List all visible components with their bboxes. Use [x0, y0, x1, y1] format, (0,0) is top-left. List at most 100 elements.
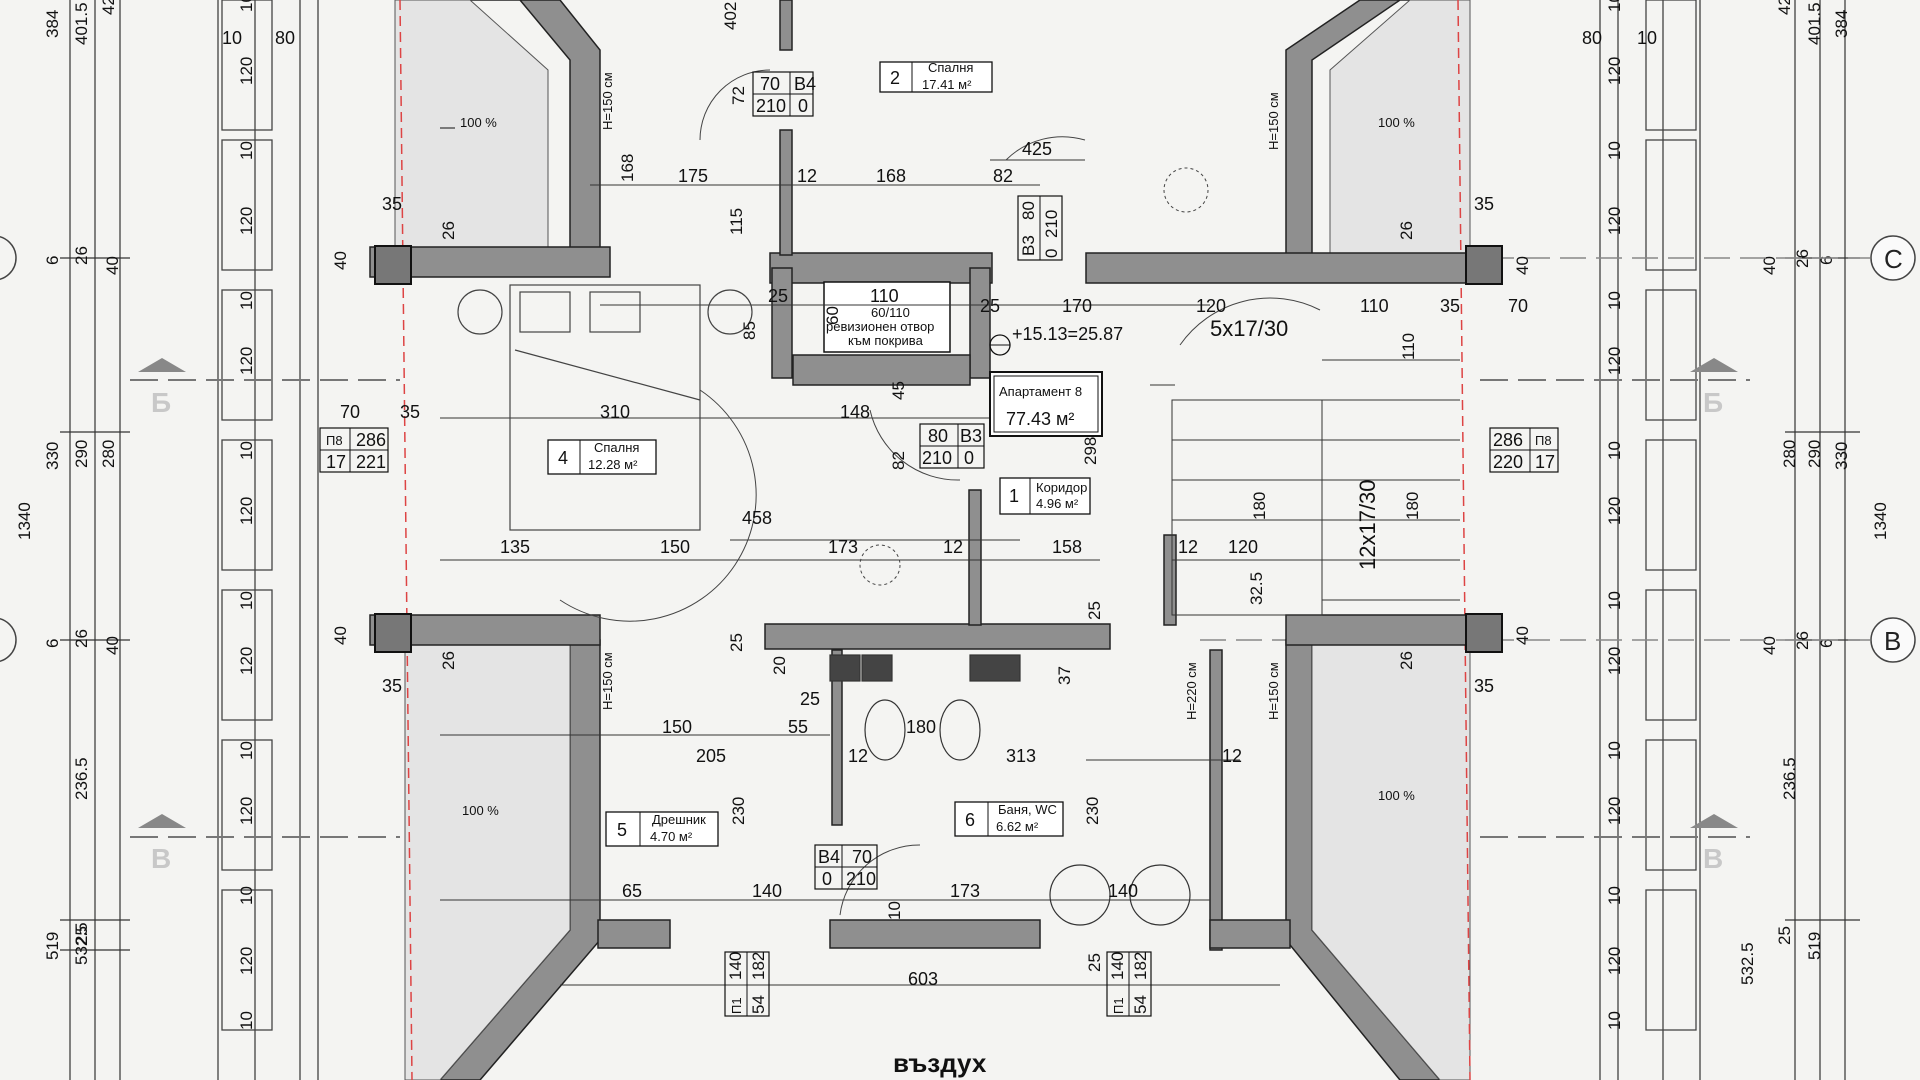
svg-text:115: 115: [727, 208, 746, 235]
svg-text:2: 2: [890, 68, 900, 88]
svg-text:0: 0: [1042, 249, 1061, 258]
svg-text:4: 4: [558, 448, 568, 468]
svg-text:280: 280: [1780, 440, 1799, 468]
svg-text:120: 120: [237, 947, 256, 975]
left-dimension-strip: [60, 0, 319, 1080]
svg-text:210: 210: [922, 448, 952, 468]
svg-text:40: 40: [1760, 256, 1779, 275]
svg-text:173: 173: [828, 537, 858, 557]
svg-text:0: 0: [964, 448, 974, 468]
svg-text:1: 1: [1009, 486, 1019, 506]
svg-text:230: 230: [1083, 797, 1102, 825]
roof-hatch: 60/110 ревизионен отвор към покрива: [823, 281, 951, 353]
svg-text:Спалня: Спалня: [928, 60, 973, 75]
svg-text:519: 519: [43, 932, 62, 960]
svg-text:C: C: [1884, 244, 1903, 274]
svg-text:П1: П1: [1111, 997, 1126, 1014]
svg-text:6: 6: [1817, 256, 1836, 265]
svg-text:120: 120: [1605, 497, 1624, 525]
left-panel-boxes: [221, 0, 273, 1031]
svg-text:100 %: 100 %: [462, 803, 499, 818]
svg-text:173: 173: [950, 881, 980, 901]
svg-text:1340: 1340: [15, 502, 34, 540]
svg-text:35: 35: [1474, 676, 1494, 696]
svg-text:10: 10: [237, 1011, 256, 1030]
svg-text:17: 17: [326, 452, 346, 472]
door-swings: [559, 69, 1321, 916]
svg-text:135: 135: [500, 537, 530, 557]
svg-text:180: 180: [1403, 492, 1422, 520]
svg-text:170: 170: [1062, 296, 1092, 316]
svg-text:140: 140: [1108, 881, 1138, 901]
dimension-lines: [440, 159, 1280, 986]
svg-text:26: 26: [72, 246, 91, 265]
sill-note-4: H=220 см: [1184, 662, 1199, 720]
svg-text:401.5: 401.5: [72, 2, 91, 45]
svg-text:В: В: [1703, 843, 1723, 874]
svg-text:120: 120: [237, 497, 256, 525]
svg-text:В: В: [151, 843, 171, 874]
bathroom-fixtures: [829, 654, 1191, 926]
roof-edge-lines: [399, 0, 1471, 1080]
svg-text:5: 5: [617, 820, 627, 840]
svg-text:158: 158: [1052, 537, 1082, 557]
svg-text:26: 26: [439, 221, 458, 240]
svg-text:100 %: 100 %: [1378, 115, 1415, 130]
svg-text:35: 35: [382, 194, 402, 214]
svg-text:120: 120: [237, 57, 256, 85]
svg-text:210: 210: [846, 869, 876, 889]
svg-text:B: B: [1884, 626, 1901, 656]
svg-text:120: 120: [1605, 57, 1624, 85]
svg-text:40: 40: [1760, 636, 1779, 655]
svg-text:10: 10: [237, 886, 256, 905]
svg-text:280: 280: [99, 440, 118, 468]
svg-text:603: 603: [908, 969, 938, 989]
sill-note-1: H=150 см: [600, 72, 615, 130]
svg-text:286: 286: [356, 430, 386, 450]
svg-text:70: 70: [760, 74, 780, 94]
bed: [457, 284, 753, 531]
svg-text:236.5: 236.5: [1780, 757, 1799, 800]
svg-text:20: 20: [770, 656, 789, 675]
window-tag-bottom-right: П1 140 54 182: [1106, 951, 1152, 1017]
sill-note-3: H=150 см: [600, 652, 615, 710]
svg-text:72: 72: [729, 86, 748, 105]
svg-text:60: 60: [823, 306, 842, 325]
svg-text:17.41 м²: 17.41 м²: [922, 77, 972, 92]
door-tag-b3-top: B3 80 0 210: [1017, 195, 1063, 261]
svg-text:10: 10: [237, 0, 256, 12]
window-tag-right: 286 220 П8 17: [1489, 427, 1559, 473]
svg-text:П1: П1: [729, 997, 744, 1014]
stair-label-top: 5x17/30: [1210, 316, 1288, 341]
svg-text:Б: Б: [151, 387, 171, 418]
svg-text:77.43 м²: 77.43 м²: [1006, 409, 1074, 429]
sill-note-2: H=150 см: [1266, 92, 1281, 150]
svg-text:към покрива: към покрива: [848, 333, 924, 348]
window-tag-left: П8 17 286 221: [319, 427, 389, 473]
svg-text:B4: B4: [818, 847, 840, 867]
svg-text:П8: П8: [1535, 433, 1552, 448]
svg-text:140: 140: [752, 881, 782, 901]
axis-markers-left: [0, 236, 17, 662]
svg-text:26: 26: [1397, 221, 1416, 240]
svg-text:290: 290: [1805, 440, 1824, 468]
svg-text:32.5: 32.5: [1247, 572, 1266, 605]
svg-text:B4: B4: [794, 74, 816, 94]
walls: [369, 0, 1477, 951]
svg-text:25: 25: [1085, 601, 1104, 620]
svg-text:60/110: 60/110: [871, 305, 910, 320]
svg-text:Дрешник: Дрешник: [652, 812, 706, 827]
svg-text:25: 25: [1085, 953, 1104, 972]
svg-text:B3: B3: [960, 426, 982, 446]
svg-text:82: 82: [993, 166, 1013, 186]
svg-text:6: 6: [43, 639, 62, 648]
svg-text:40: 40: [103, 256, 122, 275]
svg-text:0: 0: [822, 869, 832, 889]
svg-text:140: 140: [1108, 952, 1127, 980]
svg-text:140: 140: [726, 952, 745, 980]
apartment-label: Апартамент 8 77.43 м²: [989, 371, 1103, 437]
section-marker-right-b: Б: [1480, 358, 1750, 418]
sill-note-5: H=150 см: [1266, 662, 1281, 720]
svg-text:26: 26: [1397, 651, 1416, 670]
